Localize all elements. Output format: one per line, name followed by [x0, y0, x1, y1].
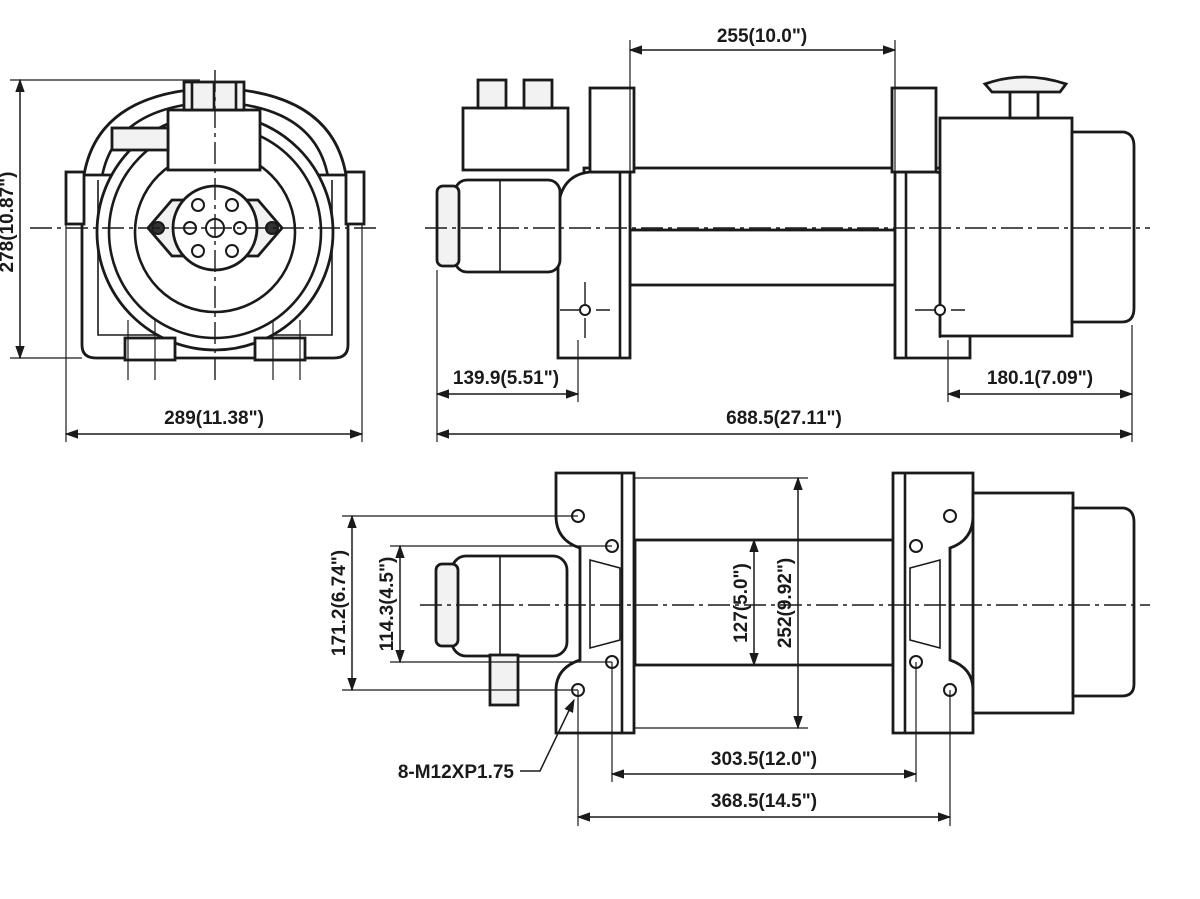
motor-offset-label: 139.9(5.51") — [453, 368, 559, 389]
front-face-bolt — [191, 198, 205, 212]
flange-diameter-label: 252(9.92") — [775, 558, 796, 648]
side-clutch-stem — [1008, 88, 1040, 120]
top-mount-hole — [909, 539, 923, 553]
top-right-plate-pocket — [909, 558, 941, 650]
bolt-spec-callout: 8-M12XP1.75 — [398, 698, 575, 783]
side-view — [425, 75, 1150, 360]
overall-length-dimension: 688.5(27.11") — [435, 408, 1134, 439]
front-face-bolt — [225, 244, 239, 258]
bolt-short-dimension: 303.5(12.0") — [610, 662, 918, 782]
front-view — [30, 70, 380, 380]
top-motor-port — [488, 653, 520, 707]
drum-length-label: 255(10.0") — [717, 26, 807, 47]
side-valve-block — [461, 106, 570, 172]
front-width-label: 289(11.38") — [164, 408, 264, 429]
outer-mount-dimension: 171.2(6.74") — [329, 514, 578, 692]
motor-offset-dimension: 139.9(5.51") — [435, 270, 580, 442]
drum-diameter-label: 127(5.0") — [731, 563, 752, 643]
top-left-plate-pocket — [589, 558, 621, 650]
side-motor — [453, 178, 562, 274]
front-height-dimension: 278(10.87") — [0, 78, 200, 360]
front-width-dimension: 289(11.38") — [64, 224, 364, 442]
front-face-bolt — [191, 244, 205, 258]
front-right-lug — [344, 170, 366, 226]
front-right-foot — [253, 336, 307, 362]
side-mount-bolt — [579, 304, 591, 316]
gearbox-offset-dimension: 180.1(7.09") — [946, 325, 1134, 442]
overall-length-label: 688.5(27.11") — [726, 408, 842, 429]
bolt-long-label: 368.5(14.5") — [711, 791, 817, 812]
gearbox-offset-label: 180.1(7.09") — [987, 368, 1093, 389]
front-side-port — [110, 126, 170, 152]
front-left-foot — [123, 336, 177, 362]
bolt-spec-label: 8-M12XP1.75 — [398, 762, 515, 783]
side-fitting — [522, 78, 554, 110]
side-mount-bolt — [934, 304, 946, 316]
drum-diameter-dimension: 127(5.0") — [731, 538, 759, 667]
inner-mount-label: 114.3(4.5") — [377, 557, 398, 652]
side-clutch-handle — [982, 75, 1069, 94]
top-motor — [450, 554, 569, 658]
top-mount-hole — [943, 509, 957, 523]
top-view — [420, 471, 1150, 735]
side-right-flange-top — [890, 86, 938, 174]
side-fitting — [476, 78, 508, 110]
front-valve-block — [166, 108, 262, 172]
outer-mount-label: 171.2(6.74") — [329, 550, 350, 656]
bolt-short-label: 303.5(12.0") — [711, 749, 817, 770]
top-drum — [633, 538, 895, 667]
side-motor-cap — [435, 184, 461, 268]
side-left-flange-top — [588, 86, 636, 174]
top-gearbox — [971, 491, 1075, 715]
front-left-lug — [64, 170, 86, 226]
front-face-bolt — [225, 198, 239, 212]
top-gearbox-cap — [1071, 506, 1136, 698]
side-gearbox-cap — [1070, 130, 1136, 324]
inner-mount-dimension: 114.3(4.5") — [377, 544, 612, 664]
flange-diameter-dimension: 252(9.92") — [634, 476, 808, 730]
drum-length-dimension: 255(10.0") — [628, 26, 897, 175]
side-gearbox — [938, 116, 1074, 338]
side-tie-bar — [582, 166, 942, 232]
leader-line — [520, 698, 575, 772]
bolt-long-dimension: 368.5(14.5") — [576, 690, 952, 826]
front-height-label: 278(10.87") — [0, 172, 18, 273]
